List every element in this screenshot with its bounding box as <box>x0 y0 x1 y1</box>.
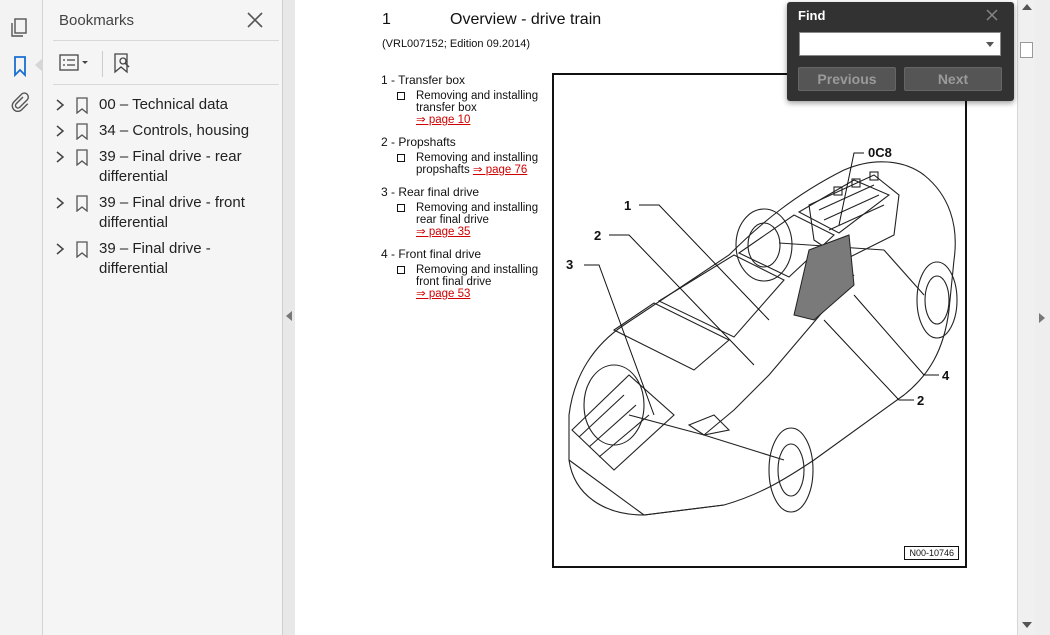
bookmark-item[interactable]: 39 – Final drive - rear differential <box>43 147 283 187</box>
callout-label: 2 <box>917 393 924 408</box>
section-text: Removing and installing <box>381 264 571 276</box>
section-text: front final drive <box>416 276 492 288</box>
checkbox-bullet-icon <box>397 154 405 162</box>
chevron-down-icon[interactable] <box>986 42 994 47</box>
chevron-right-icon[interactable] <box>55 197 65 209</box>
bookmark-flag-icon <box>76 123 88 140</box>
checkbox-bullet-icon <box>397 92 405 100</box>
document-page: 1 Overview - drive train (VRL007152; Edi… <box>295 0 1017 635</box>
toolbar-separator <box>102 51 103 77</box>
section-propshafts: 2 - Propshafts Removing and installing p… <box>381 135 571 176</box>
callout-label: 4 <box>942 368 950 383</box>
bookmark-flag-icon <box>76 149 88 166</box>
bookmark-flag-icon <box>76 241 88 258</box>
figure-tag: N00-10746 <box>904 546 959 560</box>
bookmark-label: 39 – Final drive - front differential <box>99 194 245 231</box>
page-link[interactable]: ⇒ page 10 <box>416 114 471 126</box>
section-rear-final-drive: 3 - Rear final drive Removing and instal… <box>381 185 571 238</box>
callout-label: 3 <box>566 257 573 272</box>
bookmark-icon[interactable] <box>8 54 32 78</box>
bookmark-item[interactable]: 00 – Technical data <box>43 95 283 115</box>
bookmark-label: 34 – Controls, housing <box>99 122 250 139</box>
bookmark-list: 00 – Technical data 34 – Controls, housi… <box>43 95 283 285</box>
section-text: Removing and installing <box>381 90 571 102</box>
callout-label: 1 <box>624 198 631 213</box>
page-link[interactable]: ⇒ page 35 <box>416 226 471 238</box>
section-transfer-box: 1 - Transfer box Removing and installing… <box>381 73 571 126</box>
chevron-right-icon[interactable] <box>55 243 65 255</box>
page-subtitle: (VRL007152; Edition 09.2014) <box>382 38 530 50</box>
bookmarks-toolbar <box>53 40 279 85</box>
section-text: transfer box <box>416 102 477 114</box>
find-input[interactable] <box>799 32 1001 56</box>
drive-train-figure: 0C8 1 2 3 4 2 N00-10746 <box>552 73 967 568</box>
section-text: rear final drive <box>416 214 489 226</box>
scroll-down-icon[interactable] <box>1022 622 1032 628</box>
section-heading: 1 - Transfer box <box>381 73 466 87</box>
bookmark-item[interactable]: 34 – Controls, housing <box>43 121 283 141</box>
pages-icon[interactable] <box>8 16 32 40</box>
section-heading: 4 - Front final drive <box>381 247 482 261</box>
chevron-right-icon[interactable] <box>55 151 65 163</box>
attachment-icon[interactable] <box>8 90 32 114</box>
next-button[interactable]: Next <box>904 67 1002 91</box>
section-text: propshafts ⇒ page 76 <box>416 164 528 176</box>
section-heading: 2 - Propshafts <box>381 135 456 149</box>
section-number: 1 <box>382 11 391 28</box>
chevron-right-icon[interactable] <box>55 125 65 137</box>
page-title: Overview - drive train <box>450 11 602 28</box>
close-icon[interactable] <box>985 8 999 22</box>
active-panel-pointer <box>35 58 43 72</box>
page-link[interactable]: ⇒ page 76 <box>472 164 528 176</box>
checkbox-bullet-icon <box>397 266 405 274</box>
tool-rail <box>0 0 43 635</box>
scroll-up-icon[interactable] <box>1022 4 1032 10</box>
callout-label: 2 <box>594 228 601 243</box>
section-text: Removing and installing <box>381 202 571 214</box>
options-menu-button[interactable] <box>59 54 91 72</box>
bookmark-label: 00 – Technical data <box>99 96 228 113</box>
bookmark-flag-icon <box>76 97 88 114</box>
bookmarks-panel: Bookmarks 00 – Technical data 34 – Contr… <box>43 0 283 635</box>
find-dialog: Find Previous Next <box>787 2 1014 101</box>
close-icon[interactable] <box>245 10 265 30</box>
checkbox-bullet-icon <box>397 204 405 212</box>
car-drivetrain-illustration: 0C8 1 2 3 4 2 <box>566 145 958 516</box>
vertical-scrollbar[interactable] <box>1017 0 1035 635</box>
section-text: Removing and installing <box>381 152 571 164</box>
bookmark-item[interactable]: 39 – Final drive - front differential <box>43 193 283 233</box>
panel-splitter[interactable] <box>283 0 295 635</box>
expand-arrow-icon[interactable] <box>1039 313 1045 323</box>
page-link[interactable]: ⇒ page 53 <box>416 288 471 300</box>
previous-button[interactable]: Previous <box>798 67 896 91</box>
find-bookmark-icon[interactable] <box>111 52 133 74</box>
bookmark-label: 39 – Final drive - rear differential <box>99 148 242 185</box>
bookmark-item[interactable]: 39 – Final drive - differential <box>43 239 283 279</box>
section-heading: 3 - Rear final drive <box>381 185 480 199</box>
callout-label: 0C8 <box>868 145 892 160</box>
bookmark-label: 39 – Final drive - differential <box>99 240 211 277</box>
find-title: Find <box>798 8 826 23</box>
scroll-thumb[interactable] <box>1020 42 1033 58</box>
chevron-right-icon[interactable] <box>55 99 65 111</box>
collapse-arrow-icon[interactable] <box>286 311 292 321</box>
panel-title: Bookmarks <box>59 12 135 29</box>
right-panel-toggle[interactable] <box>1035 0 1050 635</box>
bookmark-flag-icon <box>76 195 88 212</box>
section-front-final-drive: 4 - Front final drive Removing and insta… <box>381 247 571 300</box>
